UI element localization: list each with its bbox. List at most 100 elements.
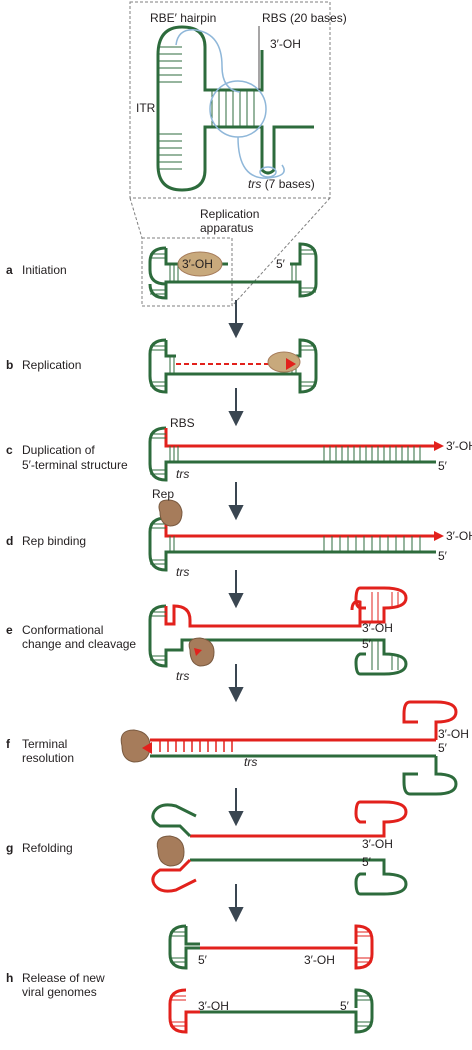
step-c-arrowhead [434,441,444,451]
svg-text:change and cleavage: change and cleavage [22,637,136,651]
trs-inset-name: trs [248,177,261,191]
apparatus-label-2: apparatus [200,221,253,235]
step-c-rbs: RBS [170,416,195,430]
rbe-hairpin-label: RBE′ hairpin [150,11,216,25]
step-d-arrowhead [434,531,444,541]
step-e-right-green-hairpin [354,638,408,676]
step-e-rep-protein [188,637,215,667]
step-c-trs: trs [176,467,189,481]
itr-top-strand [203,50,264,92]
zoom-line-right [231,197,331,307]
svg-text:h: h [6,971,13,985]
step-d-bp [150,523,421,565]
step-b-arrowhead [286,358,296,370]
rbe-loop [175,29,241,93]
step-h-five-2: 5′ [340,999,350,1013]
initiation-zoom-box [141,237,233,307]
itr-label: ITR [136,101,156,115]
trs-ellipse [259,166,277,178]
step-e-trs: trs [176,669,189,683]
step-a-five: 5′ [276,257,286,271]
step-f-arrowhead [142,742,152,754]
svg-text:Initiation: Initiation [22,263,67,277]
step-e-five: 5′ [362,637,372,651]
apparatus-label-1: Replication [200,207,259,221]
svg-text:b: b [6,358,13,372]
step-d-molecule [148,516,436,572]
step-label-g: g Refolding [6,841,73,855]
step-a-oh: 3′-OH [182,257,213,271]
step-c-molecule [148,426,436,482]
step-g-oh: 3′-OH [362,837,393,851]
step-h-oh-1: 3′-OH [304,953,335,967]
step-f-red-hairpin [402,700,458,740]
svg-text:Terminal: Terminal [22,737,67,751]
svg-text:Duplication of: Duplication of [22,443,95,457]
svg-text:viral genomes: viral genomes [22,985,97,999]
step-c-oh: 3′-OH [446,439,472,453]
svg-text:Replication: Replication [22,358,81,372]
step-e-cleave-arrow [194,648,202,656]
step-f-trs: trs [244,755,257,769]
step-f-molecule [150,738,436,758]
rbs-base-pairs [211,90,255,127]
step-d-rep-protein [158,499,183,527]
itr-base-pairs-top [158,46,182,170]
step-g-rep-protein [156,835,185,867]
trs-loop [237,136,285,179]
inset-frame [129,1,331,199]
step-label-d: d Rep binding [6,534,86,548]
step-c-five: 5′ [438,459,448,473]
step-a-molecule [148,242,318,300]
step-e-bp [150,592,399,670]
step-h-bp-2 [170,995,372,1027]
step-f-five: 5′ [438,741,448,755]
step-g-molecule [151,803,360,893]
trs-inset-suffix: (7 bases) [265,177,315,191]
flow-arrows [228,300,244,923]
svg-text:Rep binding: Rep binding [22,534,86,548]
inset-oh-label: 3′-OH [270,37,301,51]
step-e-oh: 3′-OH [362,621,393,635]
svg-text:g: g [6,841,13,855]
step-g-five: 5′ [362,855,372,869]
svg-text:d: d [6,534,13,548]
zoom-line-left [129,197,143,239]
step-e-right-red-hairpin [354,586,408,624]
svg-text:resolution: resolution [22,751,74,765]
rbs-label: RBS (20 bases) [262,11,347,25]
itr-hairpin-outer [156,25,207,192]
svg-text:Refolding: Refolding [22,841,73,855]
step-h-bp-1 [170,931,372,963]
svg-text:f: f [6,737,11,751]
svg-text:5′-terminal structure: 5′-terminal structure [22,458,128,472]
step-b-polymerase [267,351,301,373]
step-d-five: 5′ [438,549,448,563]
step-h-oh-2: 3′-OH [198,999,229,1013]
svg-text:Conformational: Conformational [22,623,103,637]
step-h-five-1: 5′ [198,953,208,967]
step-a-bp [150,249,316,295]
svg-text:Release of new: Release of new [22,971,105,985]
step-label-b: b Replication [6,358,81,372]
step-e-molecule [148,600,362,668]
svg-text:c: c [6,443,13,457]
itr-inner-loop-top [182,62,205,90]
step-g-green-hairpin [354,858,408,896]
itr-inset: RBE′ hairpin RBS (20 bases) 3′-OH ITR tr… [129,1,347,307]
step-g-red-hairpin [354,800,408,838]
step-d-trs: trs [176,565,189,579]
itr-bottom-strand [203,125,314,175]
trs-inset-label: trs (7 bases) [248,177,315,191]
step-h-molecule-2 [168,988,374,1034]
step-label-c: c Duplication of5′-terminal structure [6,443,128,472]
step-f-green-hairpin [402,756,458,796]
replication-apparatus [177,251,223,277]
step-d-oh: 3′-OH [446,529,472,543]
step-d-rep: Rep [152,487,174,501]
step-f-oh: 3′-OH [438,727,469,741]
step-c-bp [150,433,421,475]
